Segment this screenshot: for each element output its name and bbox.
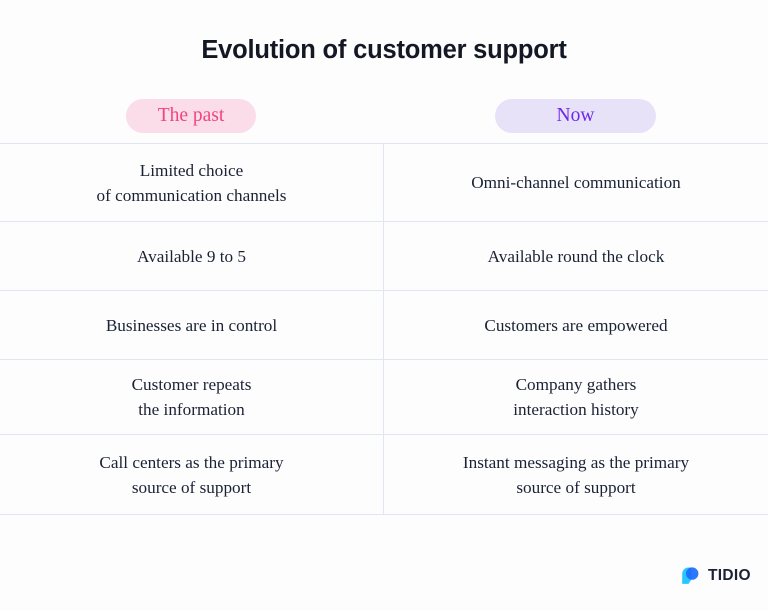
table-cell-now: Customers are empowered <box>383 291 768 359</box>
table-row: Call centers as the primary source of su… <box>0 434 768 515</box>
cell-line: the information <box>138 400 245 419</box>
table-cell-now: Company gathers interaction history <box>383 360 768 434</box>
column-header-now-label: Now <box>556 105 595 127</box>
cell-line: Customers are empowered <box>484 315 668 335</box>
table-cell-past: Call centers as the primary source of su… <box>0 435 383 514</box>
column-header-past: The past <box>126 99 256 133</box>
table-cell-now: Available round the clock <box>383 222 768 290</box>
column-header-row: The past Now <box>0 99 768 133</box>
table-cell-past: Customer repeats the information <box>0 360 383 434</box>
table-cell-past: Limited choice of communication channels <box>0 144 383 221</box>
page-title: Evolution of customer support <box>201 36 567 64</box>
tidio-logo-icon <box>679 564 702 587</box>
cell-line: of communication channels <box>96 185 287 205</box>
table-cell-past: Businesses are in control <box>0 291 383 359</box>
cell-line: Instant messaging as the primary <box>462 452 690 472</box>
cell-line: Omni-channel communication <box>471 173 681 192</box>
cell-line: Call centers as the primary <box>99 452 284 472</box>
cell-line: source of support <box>131 477 252 497</box>
cell-line: interaction history <box>513 400 639 419</box>
column-header-now: Now <box>495 99 656 133</box>
table-row: Available 9 to 5 Available round the clo… <box>0 221 768 290</box>
table-cell-now: Omni-channel communication <box>383 144 768 221</box>
tidio-wordmark: TIDIO <box>708 566 751 584</box>
cell-line: Available 9 to 5 <box>137 246 246 266</box>
cell-line: Businesses are in control <box>105 315 278 335</box>
table-row: Limited choice of communication channels… <box>0 143 768 221</box>
cell-line: Company gathers <box>515 375 637 394</box>
cell-line: Customer repeats <box>131 375 252 394</box>
cell-line: source of support <box>516 477 636 497</box>
table-cell-now: Instant messaging as the primary source … <box>383 435 768 514</box>
table-cell-past: Available 9 to 5 <box>0 222 383 290</box>
table-row: Businesses are in control Customers are … <box>0 290 768 359</box>
column-header-past-label: The past <box>157 105 225 127</box>
table-row: Customer repeats the information Company… <box>0 359 768 434</box>
cell-line: Available round the clock <box>487 246 665 266</box>
tidio-logo: TIDIO <box>679 563 753 588</box>
cell-line: Limited choice <box>139 160 244 180</box>
comparison-table: Limited choice of communication channels… <box>0 143 768 515</box>
